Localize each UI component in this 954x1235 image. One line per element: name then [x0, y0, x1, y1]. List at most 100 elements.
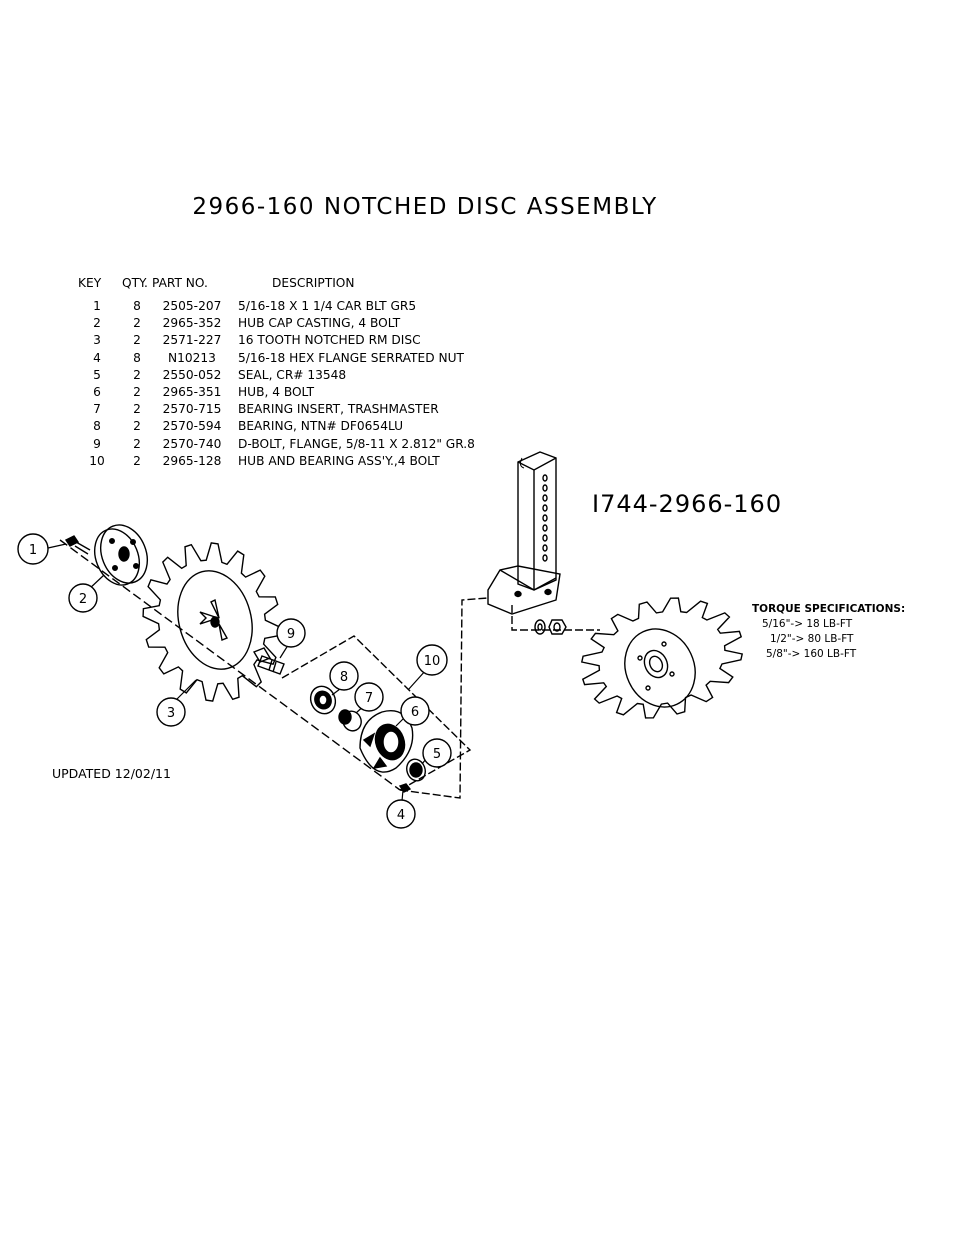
row-qty: 2 [133, 453, 141, 468]
mount-bracket-part [487, 451, 561, 615]
table-row: 7 2 2570-715 BEARING INSERT, TRASHMASTER [72, 401, 475, 418]
torque-heading: TORQUE SPECIFICATIONS: [752, 603, 906, 615]
balloon-4-label: 4 [397, 808, 405, 823]
row-key: 9 [93, 436, 101, 451]
row-qty: 2 [133, 436, 141, 451]
seal-part [406, 758, 426, 782]
balloon-9: 9 [276, 618, 306, 648]
table-row: 9 2 2570-740 D-BOLT, FLANGE, 5/8-11 X 2.812… [72, 436, 475, 453]
row-part-no: 2965-128 [162, 453, 222, 468]
torque-row: 5/16"-> 18 LB-FT [762, 618, 853, 630]
row-description: BEARING INSERT, TRASHMASTER [238, 402, 439, 417]
balloon-3: 3 [156, 697, 186, 727]
row-qty: 2 [133, 419, 141, 434]
balloon-2-label: 2 [79, 592, 87, 607]
d-bolt-part [252, 647, 285, 675]
table-row: 10 2 2965-128 HUB AND BEARING ASS'Y.,4 BOLT [72, 453, 475, 470]
row-description: 16 TOOTH NOTCHED RM DISC [238, 333, 421, 348]
row-description: SEAL, CR# 13548 [238, 367, 347, 382]
row-key: 6 [93, 385, 101, 400]
row-description: D-BOLT, FLANGE, 5/8-11 X 2.812" GR.8 [238, 436, 475, 451]
header-key: KEY [78, 276, 102, 290]
header-qty: QTY. [122, 276, 148, 290]
balloon-4: 4 [386, 799, 416, 829]
balloon-8: 8 [329, 661, 359, 691]
balloon-2: 2 [68, 583, 98, 613]
notched-disc-left-part [177, 570, 253, 670]
table-row: 3 2 2571-227 16 TOOTH NOTCHED RM DISC [72, 332, 475, 349]
row-key: 2 [93, 316, 101, 331]
parts-table-header: KEY QTY. PART NO. DESCRIPTION [72, 276, 475, 298]
row-part-no: 2570-594 [162, 419, 222, 434]
row-key: 3 [93, 333, 101, 348]
hub-cap-casting-part [94, 524, 148, 586]
row-part-no: 2550-052 [162, 367, 222, 382]
balloon-5: 5 [422, 738, 452, 768]
row-qty: 2 [133, 385, 141, 400]
balloon-7-label: 7 [365, 691, 373, 706]
row-part-no: 2965-352 [162, 316, 222, 331]
balloon-1-label: 1 [29, 543, 37, 558]
mount-washer-nut-part [534, 619, 567, 635]
disc-left-teeth [142, 542, 282, 702]
balloon-1: 1 [17, 533, 49, 565]
table-row: 2 2 2965-352 HUB CAP CASTING, 4 BOLT [72, 315, 475, 332]
torque-specifications: TORQUE SPECIFICATIONS: 5/16"-> 18 LB-FT … [752, 602, 905, 662]
disc-right-teeth [580, 597, 744, 719]
row-description: 5/16-18 X 1 1/4 CAR BLT GR5 [238, 299, 417, 314]
row-key: 7 [93, 402, 101, 417]
row-qty: 2 [133, 333, 141, 348]
drawing-title: 2966-160 NOTCHED DISC ASSEMBLY [192, 194, 658, 220]
table-row: 4 8 N10213 5/16-18 HEX FLANGE SERRATED NUT [72, 350, 475, 367]
row-qty: 8 [133, 350, 141, 365]
row-part-no: 2570-740 [162, 436, 222, 451]
disc-tooth-outline [142, 542, 282, 702]
row-description: HUB CAP CASTING, 4 BOLT [238, 316, 401, 331]
hub-bearing-assembly-outline [281, 635, 472, 791]
header-description: DESCRIPTION [272, 276, 355, 290]
row-part-no: 2571-227 [162, 333, 222, 348]
carriage-bolt-part [64, 535, 91, 555]
balloon-7: 7 [354, 682, 384, 712]
row-part-no: N10213 [168, 350, 216, 365]
disc-tooth-outline [580, 597, 744, 719]
updated-date: UPDATED 12/02/11 [52, 766, 171, 781]
mount-connection-line [399, 597, 489, 799]
row-description: HUB, 4 BOLT [238, 385, 315, 400]
header-part-no: PART NO. [152, 276, 208, 290]
row-key: 5 [93, 367, 101, 382]
row-key: 8 [93, 419, 101, 434]
torque-row: 5/8"-> 160 LB-FT [766, 648, 857, 660]
balloon-5-label: 5 [433, 747, 441, 762]
row-description: BEARING, NTN# DF0654LU [238, 419, 404, 434]
balloon-8-label: 8 [340, 670, 348, 685]
hub-4-bolt-part [359, 710, 414, 773]
row-description: 5/16-18 HEX FLANGE SERRATED NUT [238, 350, 464, 365]
row-qty: 2 [133, 316, 141, 331]
balloon-6-label: 6 [411, 705, 419, 720]
torque-row: 1/2"-> 80 LB-FT [770, 633, 854, 645]
row-description: HUB AND BEARING ASS'Y.,4 BOLT [238, 453, 440, 468]
row-key: 4 [93, 350, 101, 365]
balloon-10: 10 [416, 644, 448, 676]
table-row: 8 2 2570-594 BEARING, NTN# DF0654LU [72, 418, 475, 435]
assembly-number: I744-2966-160 [592, 490, 783, 518]
disc-connection-line [511, 605, 600, 631]
assembly-centerline [59, 539, 401, 791]
row-part-no: 2570-715 [162, 402, 222, 417]
row-qty: 2 [133, 402, 141, 417]
notched-disc-right-part [624, 628, 696, 708]
balloon-6: 6 [400, 696, 430, 726]
balloon-3-label: 3 [167, 706, 175, 721]
leader-lines [47, 543, 431, 802]
row-qty: 8 [133, 299, 141, 314]
bearing-part [309, 685, 337, 715]
row-part-no: 2505-207 [162, 299, 222, 314]
bearing-insert-part [338, 709, 362, 732]
balloon-9-label: 9 [287, 627, 295, 642]
row-key: 10 [89, 453, 105, 468]
